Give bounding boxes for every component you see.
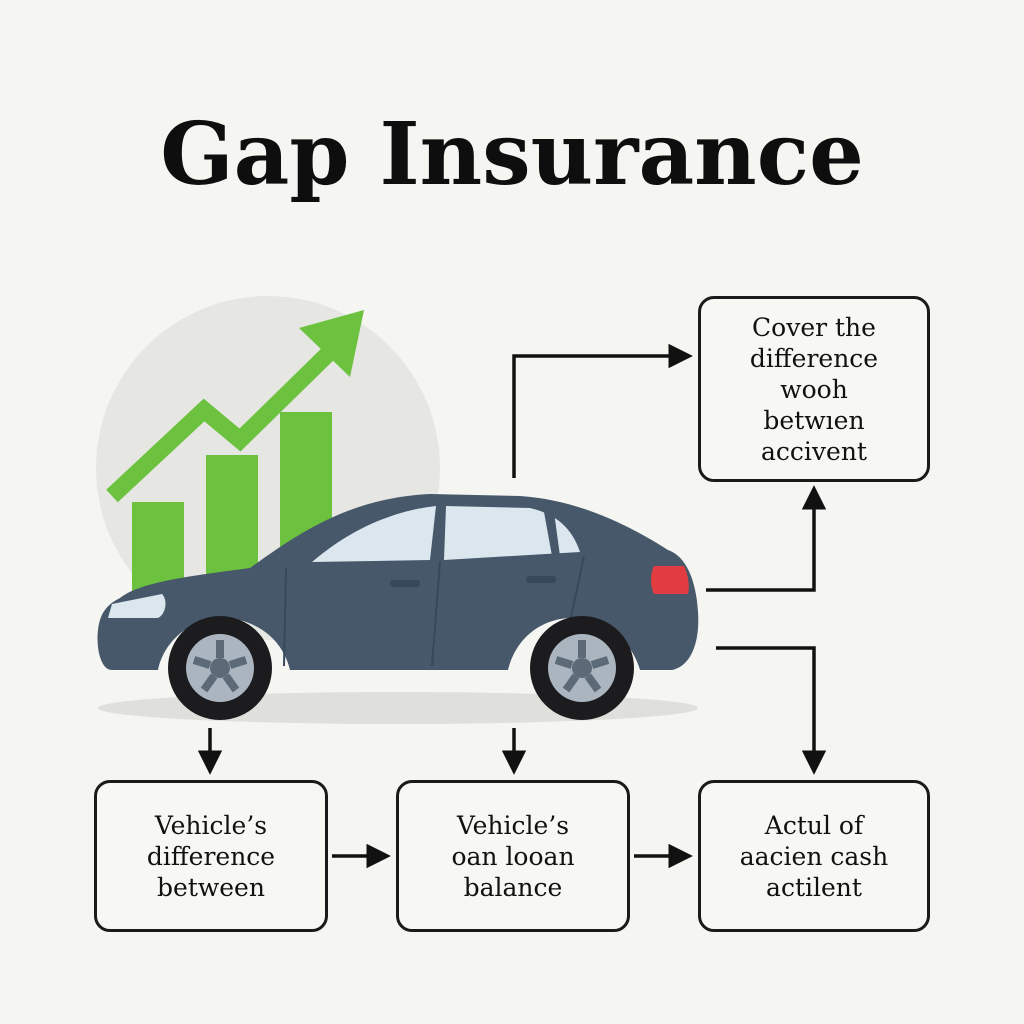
door-handle-rear <box>526 576 556 583</box>
box-line: actilent <box>766 872 862 902</box>
box-cover-difference-text: Cover the difference wooh betwıen accive… <box>750 312 878 467</box>
box-actual-cash: Actul of aacien cash actilent <box>698 780 930 932</box>
rear-wheel <box>530 616 634 720</box>
box-line: oan looan <box>451 841 575 871</box>
box-cover-difference: Cover the difference wooh betwıen accive… <box>698 296 930 482</box>
box-line: aacien cash <box>739 841 889 871</box>
door-line-rear <box>569 555 585 623</box>
trend-arrowhead <box>299 310 364 377</box>
window-pillar <box>544 512 560 556</box>
box-line: Vehicle’s <box>456 810 570 840</box>
box-line: betwıen <box>763 405 865 435</box>
box-line: Cover the <box>752 312 876 342</box>
front-wheel <box>168 616 272 720</box>
arrow-car-to-top-box <box>512 343 693 478</box>
door-line-middle <box>431 561 441 667</box>
box-loan-balance: Vehicle’s oan looan balance <box>396 780 630 932</box>
door-line-front <box>283 567 287 667</box>
box-line: Actul of <box>764 810 864 840</box>
box-line: wooh <box>780 374 848 404</box>
box-line: difference <box>146 841 276 871</box>
page-title: Gap Insurance <box>160 104 864 205</box>
box-line: accivent <box>761 436 867 466</box>
door-handle-front <box>390 580 420 587</box>
box-line: balance <box>463 872 563 902</box>
taillight <box>651 566 689 594</box>
box-vehicle-difference: Vehicle’s difference between <box>94 780 328 932</box>
box-loan-balance-text: Vehicle’s oan looan balance <box>451 810 574 903</box>
box-actual-cash-text: Actul of aacien cash actilent <box>740 810 889 903</box>
box-vehicle-difference-text: Vehicle’s difference between <box>147 810 275 903</box>
car-front-window <box>312 506 436 562</box>
trend-line <box>106 339 342 503</box>
box-line: difference <box>749 343 879 373</box>
arrow-car-to-bottom-right <box>716 646 827 775</box>
headlight <box>108 594 166 618</box>
box-line: between <box>157 872 265 902</box>
box-line: Vehicle’s <box>154 810 268 840</box>
car-icon <box>97 494 699 720</box>
arrow-car-to-top-box-lower <box>706 485 827 592</box>
